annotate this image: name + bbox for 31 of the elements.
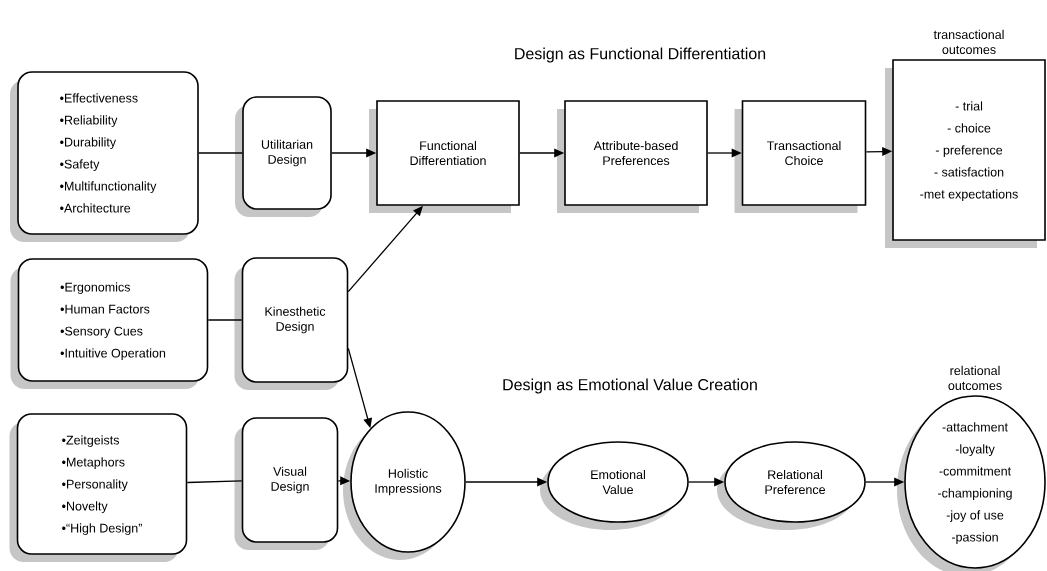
arrow bbox=[337, 476, 351, 486]
outcome-heading: relational outcomes bbox=[948, 365, 1002, 390]
arrow bbox=[688, 477, 725, 487]
arrow bbox=[865, 147, 893, 157]
node-label: -attachment bbox=[942, 422, 1008, 432]
node-label: -loyalty bbox=[955, 444, 995, 456]
arrow bbox=[331, 148, 377, 158]
arrow bbox=[519, 148, 565, 158]
rounded-box: Utilitarian Design bbox=[235, 96, 332, 217]
arrow bbox=[347, 205, 423, 293]
node-label: Holistic Impressions bbox=[375, 468, 442, 496]
list-box: •Effectiveness •Reliability •Durability •Safety •Multifunctionality •Architecture bbox=[10, 71, 199, 242]
arrow bbox=[465, 477, 548, 487]
node-label: -passion bbox=[951, 532, 998, 544]
list-box: •Ergonomics •Human Factors •Sensory Cues •Intuitive Operation bbox=[10, 258, 209, 389]
process-box: Transactional Choice bbox=[734, 100, 867, 213]
rounded-box: Kinesthetic Design bbox=[234, 257, 349, 390]
node-label: -joy of use bbox=[946, 510, 1004, 522]
list-box: •Zeitgeists •Metaphors •Personality •Novelty •“High Design” bbox=[9, 413, 188, 562]
node-label: -championing bbox=[938, 488, 1012, 500]
arrow bbox=[707, 148, 742, 158]
arrow bbox=[865, 477, 905, 487]
outcome-heading: transactional outcomes bbox=[933, 29, 1004, 54]
process-box: Attribute-based Preferences bbox=[557, 100, 708, 213]
node-label: -commitment bbox=[939, 466, 1012, 476]
arrow bbox=[347, 347, 373, 429]
rounded-box: Visual Design bbox=[234, 417, 339, 550]
section-title: Design as Emotional Value Creation bbox=[503, 378, 757, 394]
section-title: Design as Functional Differentiation bbox=[515, 47, 766, 63]
outcome-box: - trial - choice - preference - satisfaction -met expectations bbox=[885, 59, 1046, 248]
process-box: Functional Differentiation bbox=[369, 100, 520, 213]
